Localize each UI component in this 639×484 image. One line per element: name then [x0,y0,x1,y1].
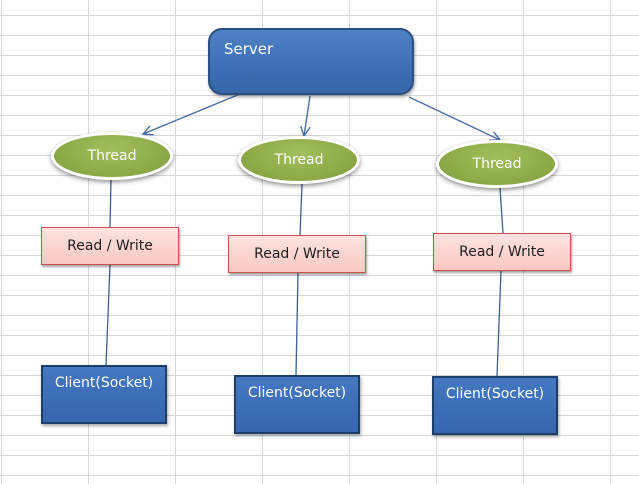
arrow-server-to-thread-3 [408,96,500,140]
read-write-label: Read / Write [254,246,340,262]
thread-node-2: Thread [238,136,360,184]
thread-node-1: Thread [51,132,173,180]
client-label: Client(Socket) [445,386,545,402]
client-socket-box-3: Client(Socket) [432,376,558,435]
thread-label: Thread [472,156,522,172]
thread-node-3: Thread [436,140,558,188]
connector-thread-1-to-read-write-1 [109,179,112,228]
client-socket-box-2: Client(Socket) [234,375,360,434]
connector-thread-3-to-read-write-3 [499,187,504,234]
server-node: Server [208,28,414,95]
arrow-server-to-thread-2 [304,95,311,136]
connector-read-write-3-to-client-3 [496,270,502,377]
client-socket-box-1: Client(Socket) [41,365,167,424]
arrow-server-to-thread-1 [143,93,241,134]
thread-label: Thread [87,148,137,164]
client-label: Client(Socket) [54,375,154,391]
read-write-box-1: Read / Write [41,227,179,265]
read-write-label: Read / Write [67,238,153,254]
server-label: Server [224,40,274,58]
connector-read-write-1-to-client-1 [105,264,111,366]
connector-read-write-2-to-client-2 [295,272,299,376]
client-label: Client(Socket) [247,385,347,401]
connector-thread-2-to-read-write-2 [299,183,303,236]
read-write-box-2: Read / Write [228,235,366,273]
thread-label: Thread [274,152,324,168]
read-write-box-3: Read / Write [433,233,571,271]
read-write-label: Read / Write [459,244,545,260]
